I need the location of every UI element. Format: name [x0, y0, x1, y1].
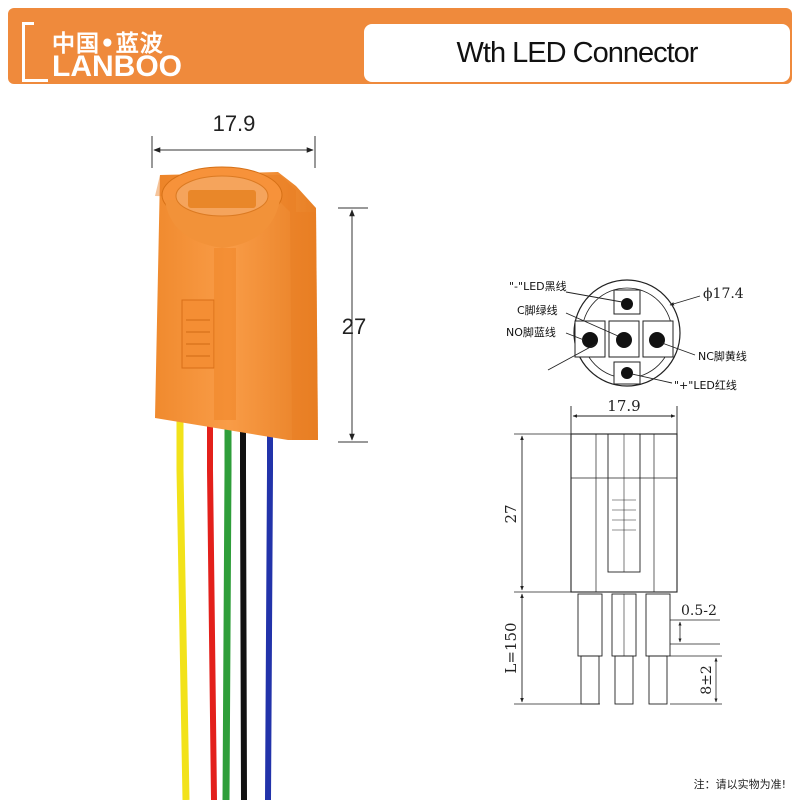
side-width-label: 17.9	[607, 397, 640, 415]
logo-chinese-name: 中国•蓝波	[52, 31, 164, 57]
logo-brand-name: LANBOO	[52, 50, 182, 83]
label-no-pin: NO脚蓝线	[506, 325, 556, 339]
label-nc-pin: NC脚黄线	[698, 349, 747, 363]
photo-width-dimension: 17.9	[151, 111, 316, 168]
label-c-pin: C脚绿线	[517, 303, 558, 317]
connector-photo: 17.9 27	[151, 111, 368, 800]
label-minus-led: "-"LED黑线	[509, 279, 567, 293]
wire-blue	[265, 432, 273, 800]
title-pill: Wth LED Connector	[364, 24, 790, 82]
side-length-label: L=150	[502, 622, 520, 673]
photo-height-label: 27	[342, 314, 366, 339]
logo-mark	[22, 22, 34, 82]
front-view: "-"LED黑线 C脚绿线 NO脚蓝线 NC脚黄线 "+"LED红线 ϕ17.4	[506, 279, 747, 392]
wire-yellow	[176, 420, 190, 800]
footnote: 注：请以实物为准!	[693, 778, 786, 791]
wire-green	[222, 428, 232, 800]
logo-mark-base	[22, 64, 48, 82]
photo-width-label: 17.9	[213, 111, 256, 136]
front-outline-circle	[573, 279, 681, 387]
side-strip-label: 0.5-2	[681, 603, 717, 619]
side-height-label: 27	[502, 504, 520, 523]
wire-red	[207, 425, 217, 800]
side-view	[514, 406, 722, 705]
side-tip-label: 8±2	[699, 665, 715, 695]
side-wire-left	[577, 593, 603, 657]
connector-body	[155, 166, 318, 440]
page-title: Wth LED Connector	[456, 36, 699, 69]
photo-height-dimension: 27	[338, 207, 368, 443]
wire-bundle	[176, 420, 273, 800]
header-bar: 中国•蓝波 LANBOO Wth LED Connector	[8, 8, 792, 84]
front-diameter-label: ϕ17.4	[703, 286, 744, 302]
side-wire-right	[645, 593, 671, 657]
label-plus-led: "+"LED红线	[674, 378, 737, 392]
wire-black	[240, 430, 247, 800]
